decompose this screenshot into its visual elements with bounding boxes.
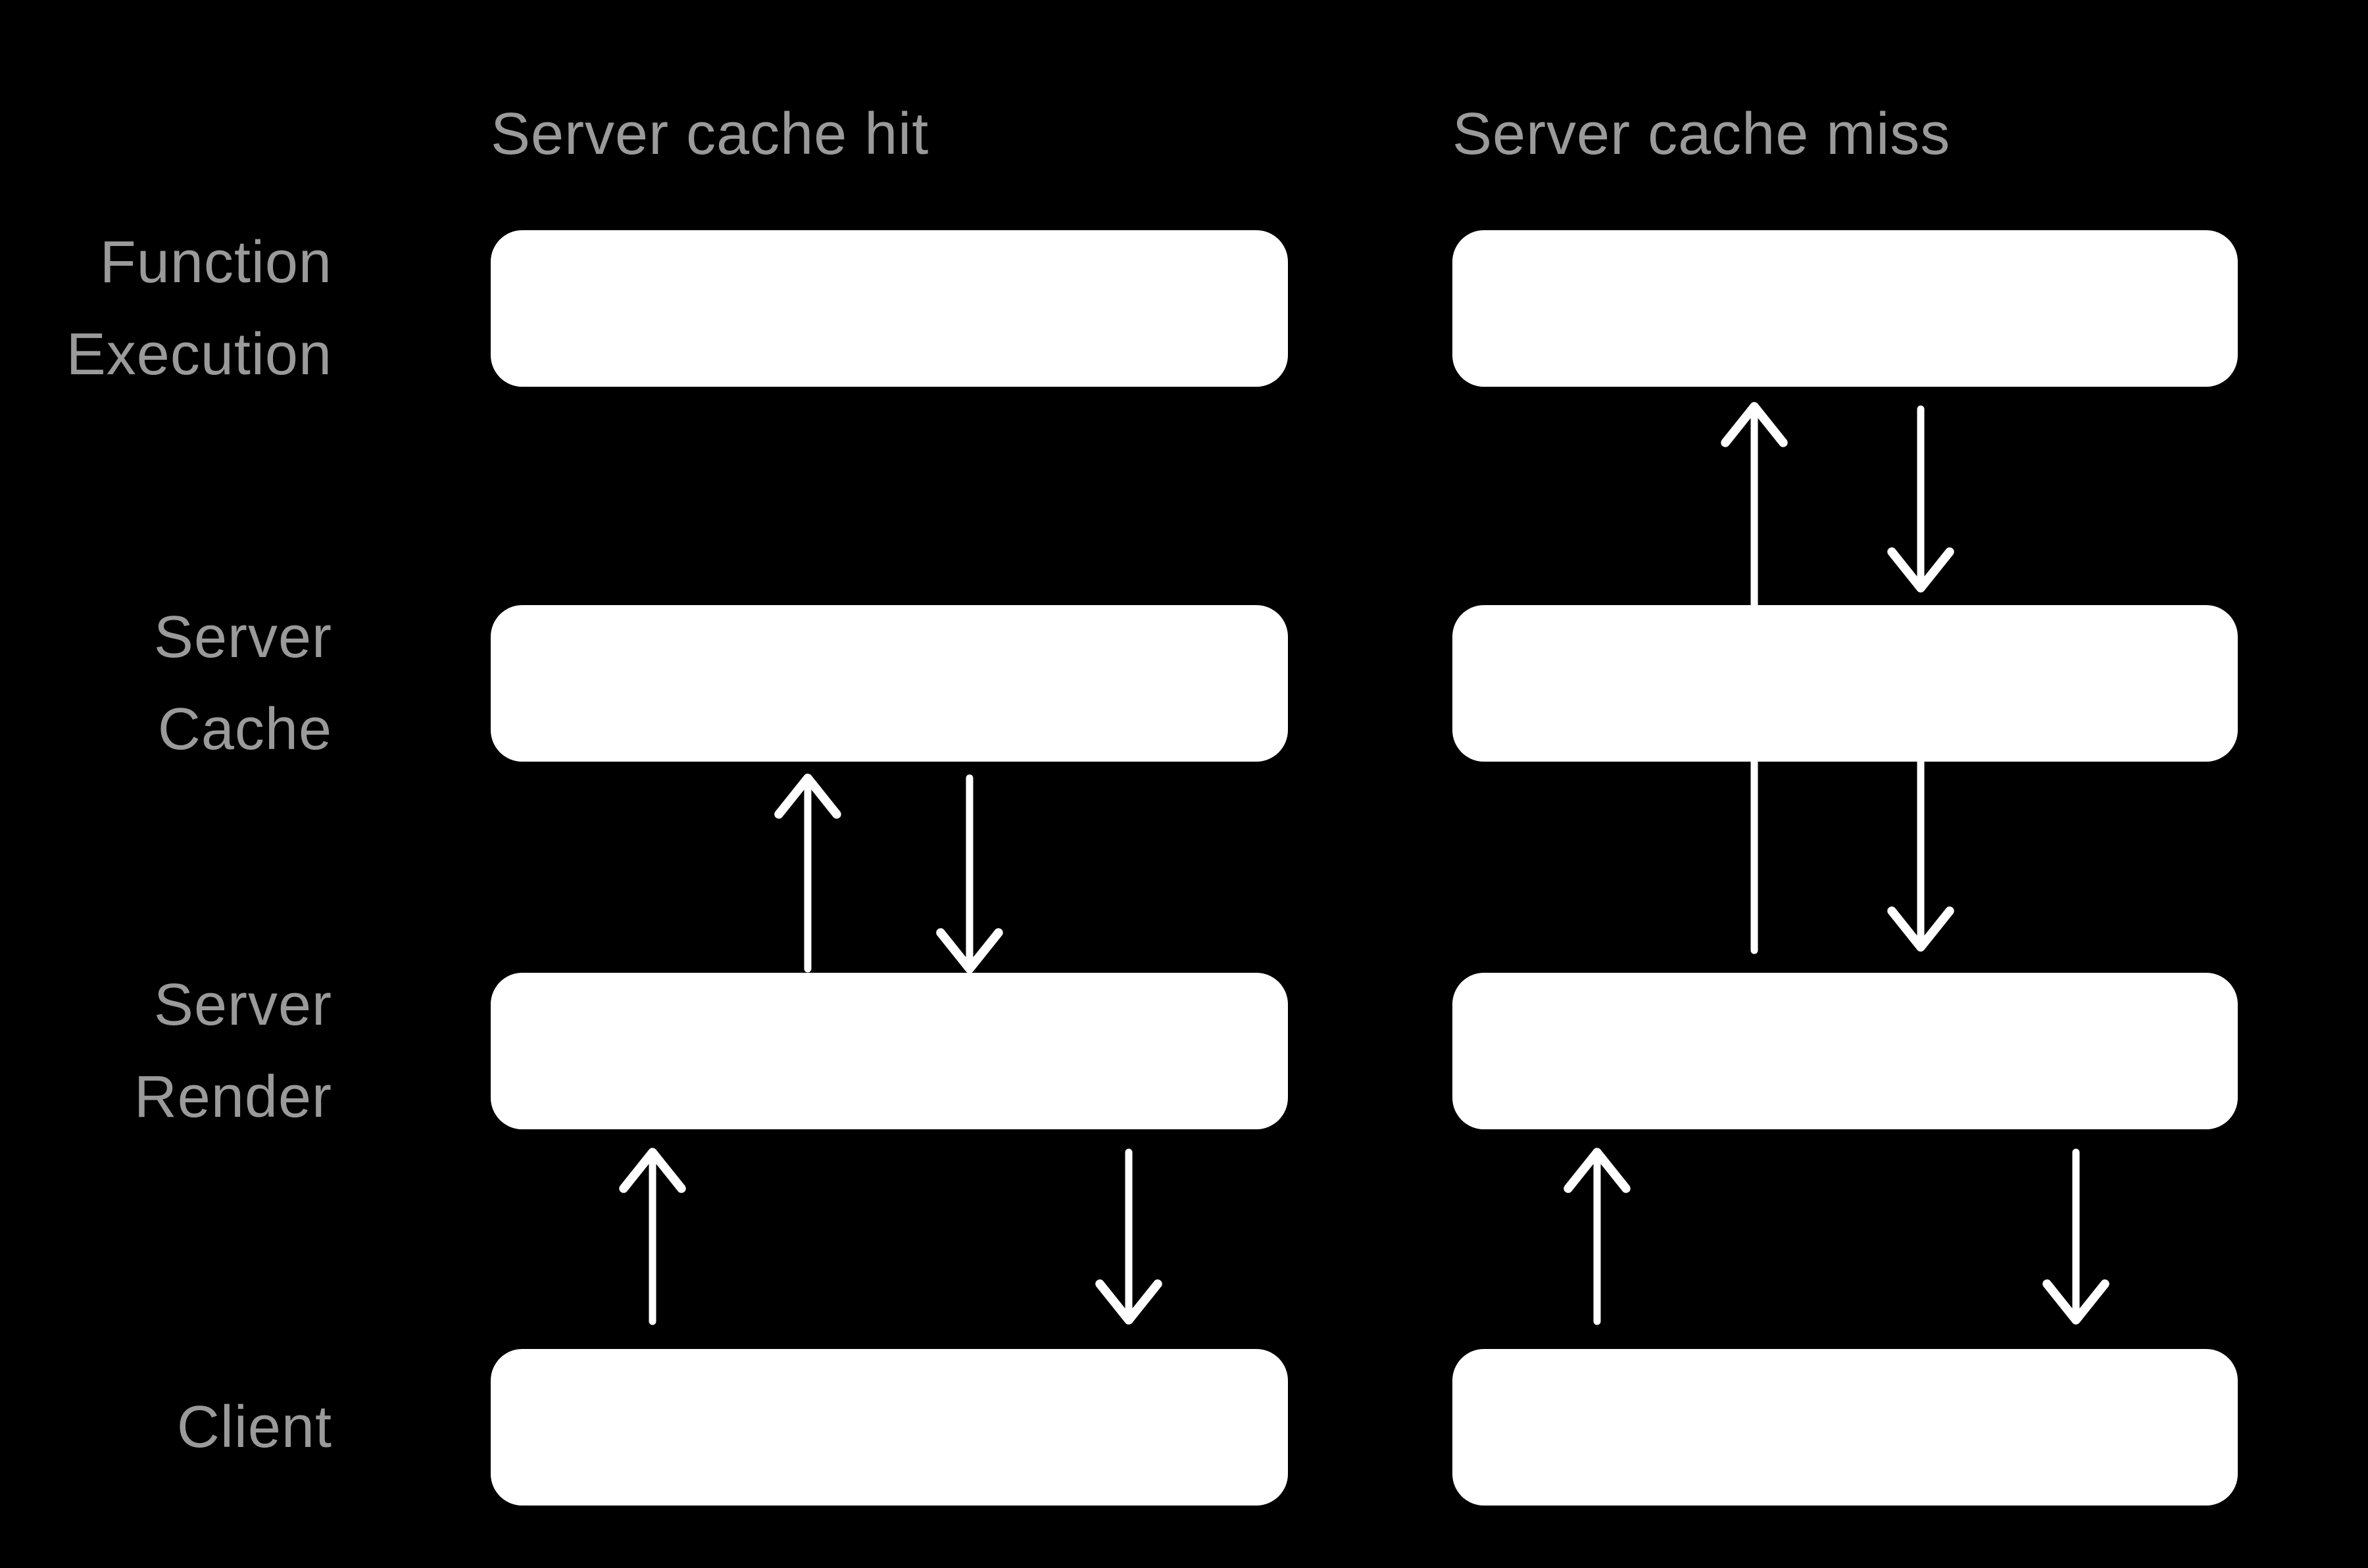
row-label-client: Client — [176, 1394, 332, 1460]
arrow-miss-response-cache-to-render — [1887, 754, 1954, 952]
arrow-hit-response-render-to-client — [1095, 1148, 1162, 1325]
arrow-head-down-chevron — [2042, 1279, 2109, 1325]
arrow-head-up-chevron — [619, 1148, 686, 1193]
arrow-head-down-chevron — [1887, 906, 1954, 952]
arrow-miss-request-client-to-render — [1564, 1148, 1631, 1325]
arrow-hit-request-client-to-render — [619, 1148, 686, 1325]
row-label-server-render: Server Render — [134, 972, 332, 1130]
arrow-head-up-chevron — [774, 773, 841, 819]
arrow-head-up-chevron — [1564, 1148, 1631, 1193]
arrow-head-down-chevron — [1095, 1279, 1162, 1325]
arrow-hit-response-cache-to-render — [936, 774, 1003, 973]
arrow-hit-request-render-to-cache — [774, 773, 841, 973]
arrow-head-down-chevron — [1887, 547, 1954, 593]
box-miss-server-cache — [1452, 605, 2238, 762]
box-hit-client — [491, 1349, 1288, 1506]
arrow-head-down-chevron — [936, 928, 1003, 973]
arrow-miss-response-render-to-client — [2042, 1148, 2109, 1325]
column-header-server-cache-hit: Server cache hit — [491, 101, 929, 167]
box-miss-server-render — [1452, 973, 2238, 1129]
arrow-head-up-chevron — [1721, 402, 1788, 447]
box-miss-function-execution — [1452, 230, 2238, 387]
box-hit-function-execution — [491, 230, 1288, 387]
row-label-function-execution: Function Execution — [66, 230, 332, 387]
row-label-server-cache: Server Cache — [153, 604, 332, 762]
box-miss-client — [1452, 1349, 2238, 1506]
column-header-server-cache-miss: Server cache miss — [1452, 101, 1951, 167]
box-hit-server-render — [491, 973, 1288, 1129]
box-hit-server-cache — [491, 605, 1288, 762]
arrow-miss-write-function-to-cache — [1887, 405, 1954, 593]
